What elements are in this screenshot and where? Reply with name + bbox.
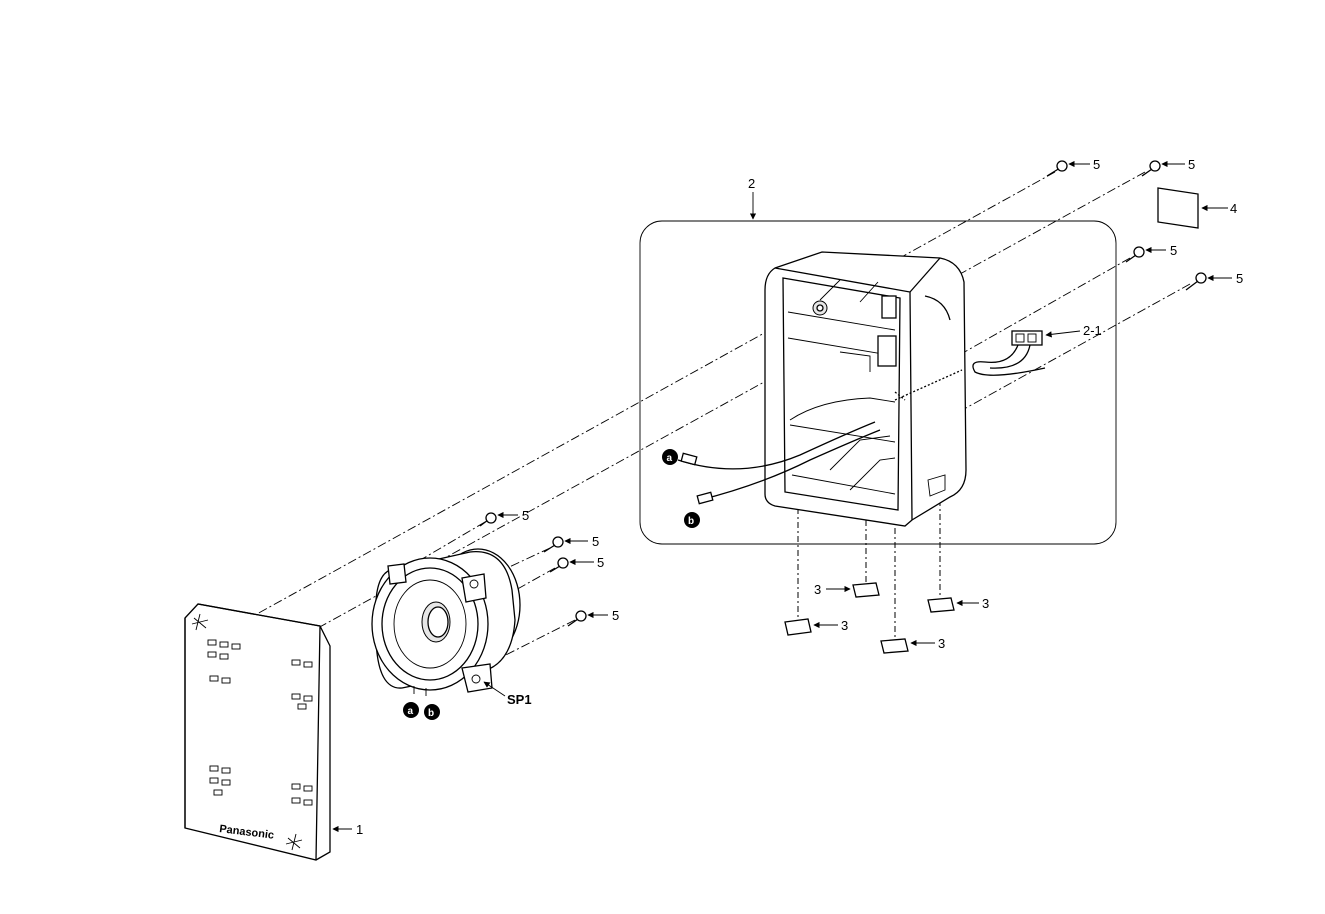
svg-text:b: b	[688, 516, 694, 527]
callout-screw-right-2: 5	[1236, 271, 1243, 286]
foot-4: 3	[927, 596, 989, 613]
speaker-terminal-b: b	[424, 704, 440, 720]
callout-screw-speaker-2: 5	[592, 534, 599, 549]
screw-right-1: 5	[1125, 243, 1177, 263]
svg-text:a: a	[408, 706, 414, 717]
screw-speaker-1: 5	[479, 508, 529, 527]
callout-foot-2: 3	[814, 582, 821, 597]
cabinet-assembly-boundary	[639, 220, 1117, 545]
callout-front-grille: 1	[356, 822, 363, 837]
assembly-lines	[209, 171, 1191, 683]
connector-a-badge: a	[662, 449, 678, 465]
callout-screw-speaker-3: 5	[597, 555, 604, 570]
callout-screw-speaker-1: 5	[522, 508, 529, 523]
cabinet	[677, 251, 967, 527]
screw-top-2: 5	[1141, 157, 1195, 177]
front-grille: Panasonic	[184, 603, 331, 861]
speaker-driver	[371, 548, 521, 696]
screw-top-1: 5	[1046, 157, 1100, 177]
callout-cabinet: 2	[748, 176, 755, 191]
screw-speaker-4: 5	[567, 608, 619, 627]
callout-screw-speaker-4: 5	[612, 608, 619, 623]
callout-foot-4: 3	[982, 596, 989, 611]
callout-screw-top-2: 5	[1188, 157, 1195, 172]
foot-3: 3	[880, 636, 945, 654]
callout-speaker: SP1	[507, 692, 532, 707]
foot-2: 3	[814, 582, 880, 598]
connector-b-badge: b	[684, 512, 700, 528]
callout-label-sheet: 4	[1230, 201, 1237, 216]
speaker-terminal-a: a	[403, 702, 419, 718]
screw-speaker-2: 5	[543, 534, 599, 553]
callout-terminal: 2-1	[1083, 323, 1102, 338]
svg-text:a: a	[667, 453, 673, 464]
screw-right-2: 5	[1185, 271, 1243, 291]
callout-screw-top-1: 5	[1093, 157, 1100, 172]
callout-foot-1: 3	[841, 618, 848, 633]
svg-text:b: b	[428, 708, 434, 719]
speaker-terminal	[972, 330, 1046, 376]
foot-1: 3	[784, 618, 848, 636]
callout-screw-right-1: 5	[1170, 243, 1177, 258]
label-sheet	[1157, 187, 1199, 229]
screw-speaker-3: 5	[549, 555, 604, 573]
callout-foot-3: 3	[938, 636, 945, 651]
